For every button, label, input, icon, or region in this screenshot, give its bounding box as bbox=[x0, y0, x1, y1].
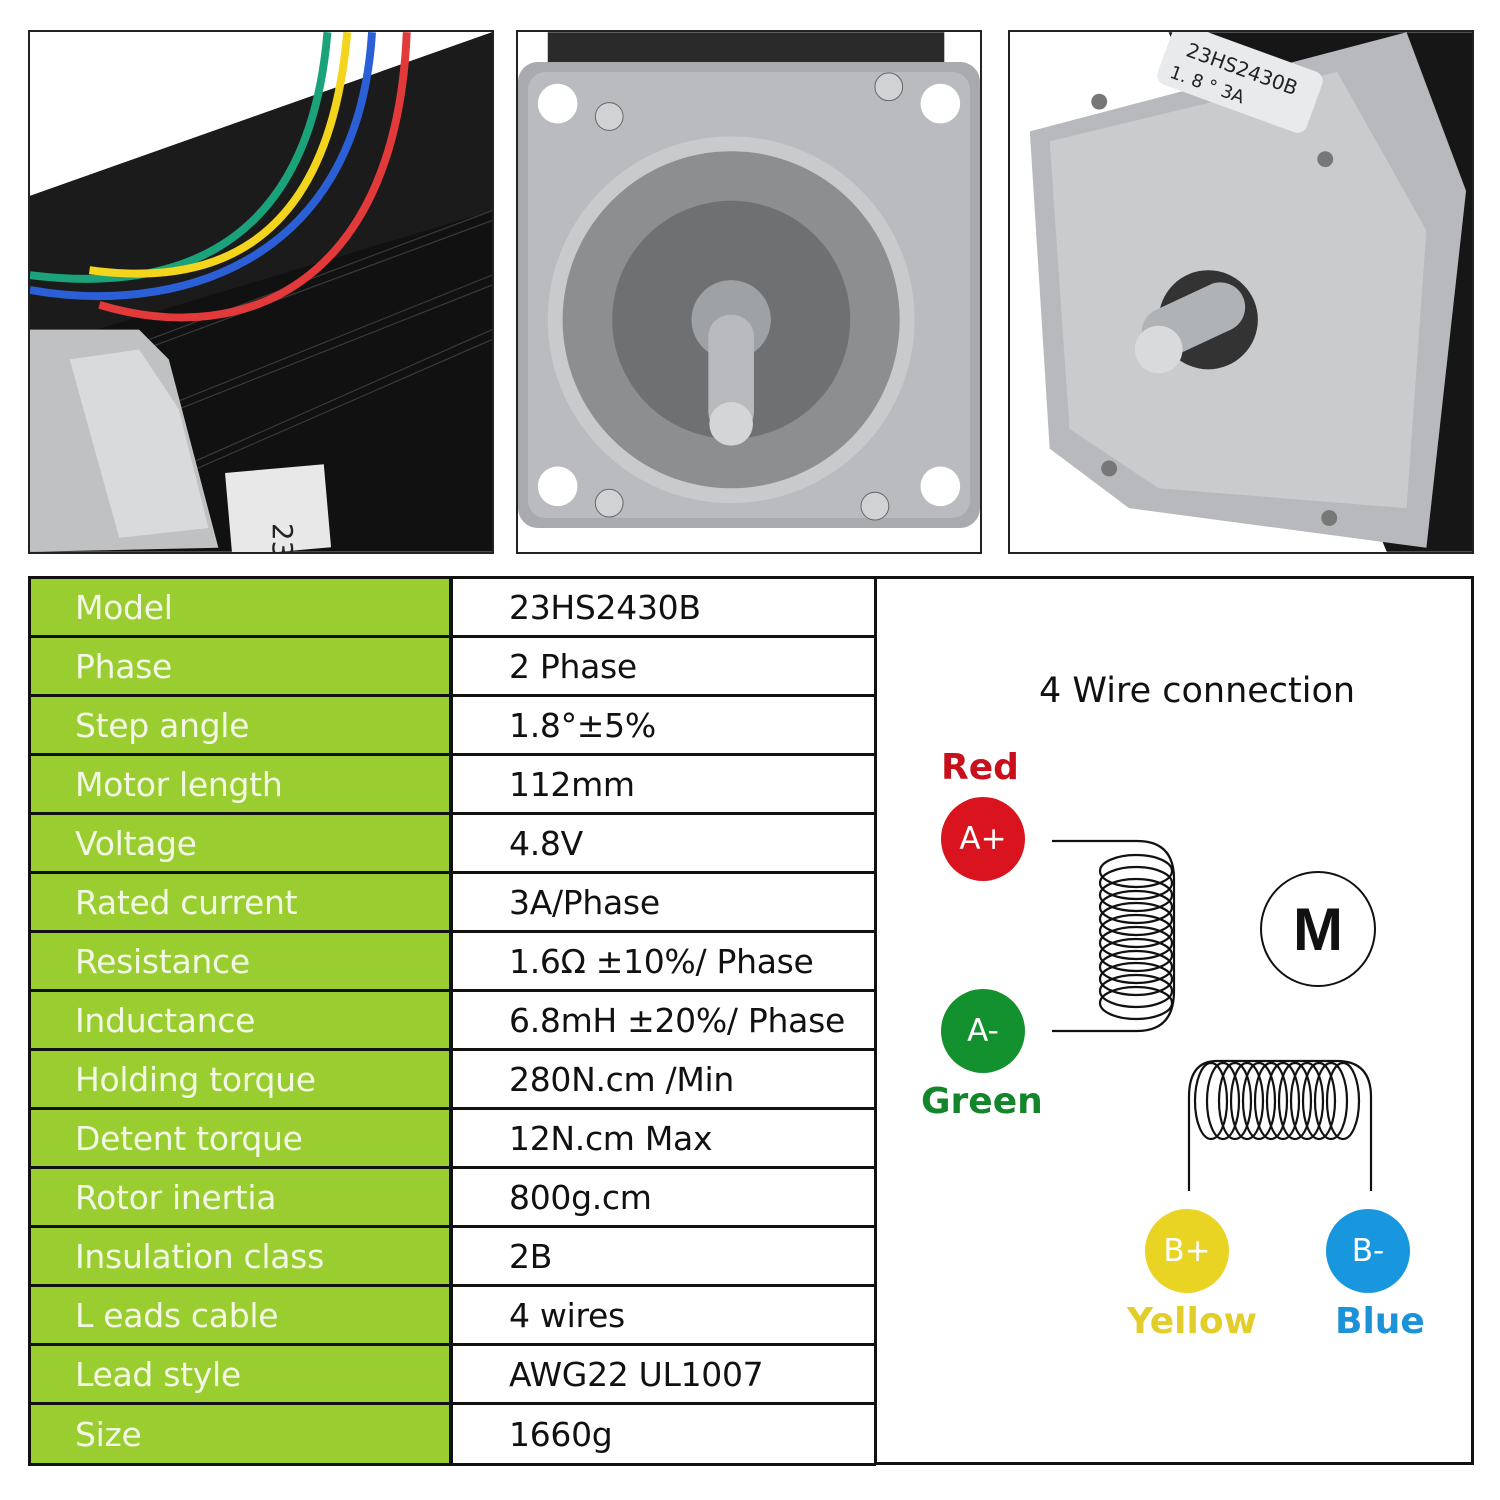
wire-color-yellow-label: Yellow bbox=[1127, 1301, 1257, 1342]
spec-key: Holding torque bbox=[31, 1051, 453, 1107]
spec-value: 3A/Phase bbox=[453, 874, 876, 930]
spec-key: Rated current bbox=[31, 874, 453, 930]
motor-label bbox=[1157, 32, 1323, 133]
spec-key: Model bbox=[31, 579, 453, 635]
terminal-b-minus: B- bbox=[1326, 1209, 1410, 1293]
terminal-b-plus: B+ bbox=[1145, 1209, 1229, 1293]
spec-key: Inductance bbox=[31, 992, 453, 1048]
terminal-a-plus: A+ bbox=[941, 797, 1025, 881]
spec-key: Voltage bbox=[31, 815, 453, 871]
photo-motor-side-wires: 23 bbox=[28, 30, 494, 554]
spec-key: Resistance bbox=[31, 933, 453, 989]
coil-diagram-icon bbox=[1052, 839, 1373, 1191]
terminal-a-minus: A- bbox=[941, 989, 1025, 1073]
wire-color-red-label: Red bbox=[941, 747, 1019, 788]
spec-value: 4.8V bbox=[453, 815, 876, 871]
spec-value: 1660g bbox=[453, 1405, 876, 1463]
spec-key: Motor length bbox=[31, 756, 453, 812]
spec-value: 4 wires bbox=[453, 1287, 876, 1343]
spec-value: 2 Phase bbox=[453, 638, 876, 694]
spec-value: 23HS2430B bbox=[453, 579, 876, 635]
spec-value: AWG22 UL1007 bbox=[453, 1346, 876, 1402]
wire-color-green-label: Green bbox=[921, 1081, 1043, 1122]
motor-side-image: 23 bbox=[30, 32, 492, 552]
wiring-diagram: 4 Wire connection Red A+ A- Green M B+ Y… bbox=[874, 576, 1474, 1465]
spec-value: 800g.cm bbox=[453, 1169, 876, 1225]
spec-value: 280N.cm /Min bbox=[453, 1051, 876, 1107]
spec-value: 6.8mH ±20%/ Phase bbox=[453, 992, 876, 1048]
wire-color-blue-label: Blue bbox=[1335, 1301, 1425, 1342]
spec-value: 112mm bbox=[453, 756, 876, 812]
spec-key: Step angle bbox=[31, 697, 453, 753]
spec-key: Rotor inertia bbox=[31, 1169, 453, 1225]
spec-value: 12N.cm Max bbox=[453, 1110, 876, 1166]
photo-motor-front-angled: 23HS2430B 1. 8 ° 3A bbox=[1008, 30, 1474, 554]
spec-key: L eads cable bbox=[31, 1287, 453, 1343]
motor-angled-image: 23HS2430B 1. 8 ° 3A bbox=[1010, 32, 1472, 552]
spec-key: Size bbox=[31, 1405, 453, 1463]
photo-motor-front-flange bbox=[516, 30, 982, 554]
spec-value: 2B bbox=[453, 1228, 876, 1284]
spec-key: Detent torque bbox=[31, 1110, 453, 1166]
photo-label-fragment: 23 bbox=[266, 523, 299, 552]
spec-key: Phase bbox=[31, 638, 453, 694]
spec-value: 1.8°±5% bbox=[453, 697, 876, 753]
wiring-title: 4 Wire connection bbox=[1039, 671, 1356, 711]
spec-key: Lead style bbox=[31, 1346, 453, 1402]
motor-front-image bbox=[518, 32, 980, 552]
motor-symbol-icon: M bbox=[1260, 871, 1376, 987]
spec-value: 1.6Ω ±10%/ Phase bbox=[453, 933, 876, 989]
spec-key: Insulation class bbox=[31, 1228, 453, 1284]
